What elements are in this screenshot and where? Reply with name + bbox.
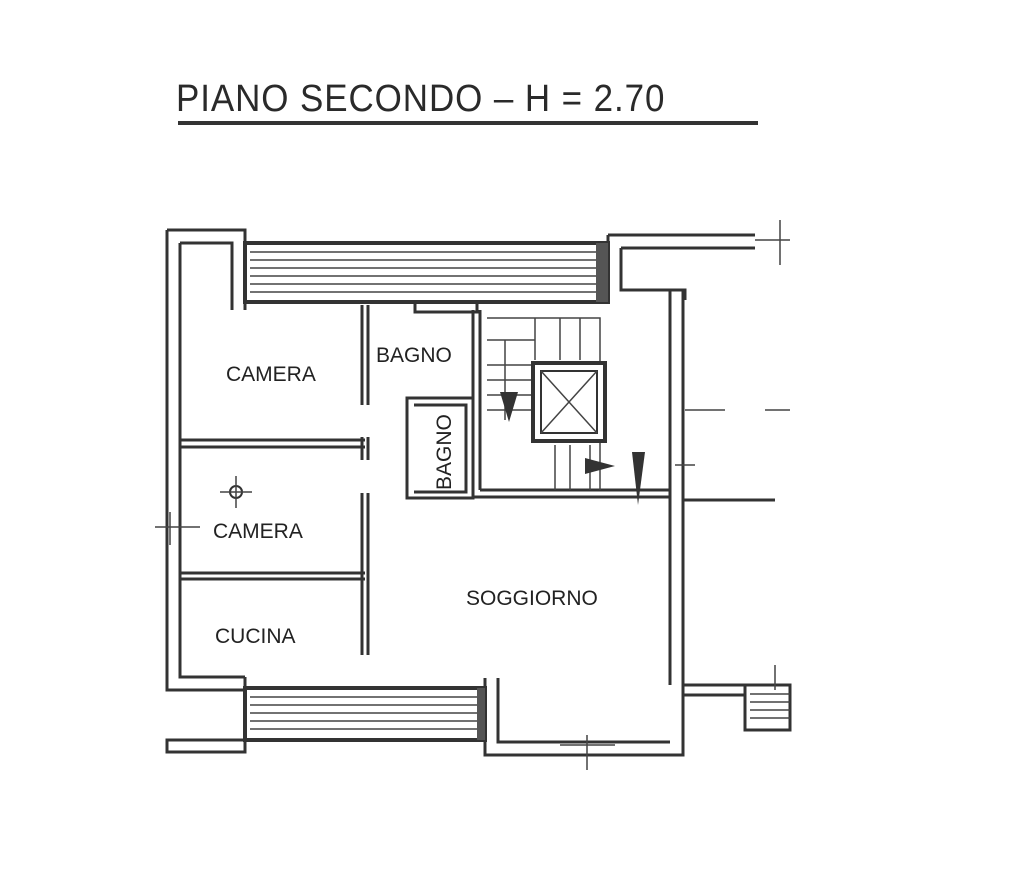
- stair-arrow-icon: [632, 452, 645, 505]
- top-balcony: [243, 241, 610, 304]
- title-underline: [178, 121, 758, 125]
- room-label-soggiorno: SOGGIORNO: [466, 587, 598, 610]
- interior-walls: [180, 305, 775, 655]
- room-label-cucina: CUCINA: [215, 625, 296, 648]
- exterior-walls: [165, 228, 790, 757]
- crosshair-icon: [220, 476, 252, 508]
- side-balcony: [743, 683, 792, 732]
- stairwell: [487, 317, 645, 505]
- room-label-camera-2: CAMERA: [213, 520, 303, 543]
- stair-arrow-icon: [585, 458, 615, 474]
- room-label-camera: CAMERA: [226, 363, 316, 386]
- room-label-bagno: BAGNO: [376, 344, 452, 367]
- bottom-balcony: [243, 686, 487, 742]
- room-label-bagno-2: BAGNO: [433, 414, 456, 490]
- floor-plan-title: PIANO SECONDO – H = 2.70: [176, 78, 666, 120]
- axis-marks: [155, 220, 790, 770]
- stair-arrow-icon: [500, 392, 518, 422]
